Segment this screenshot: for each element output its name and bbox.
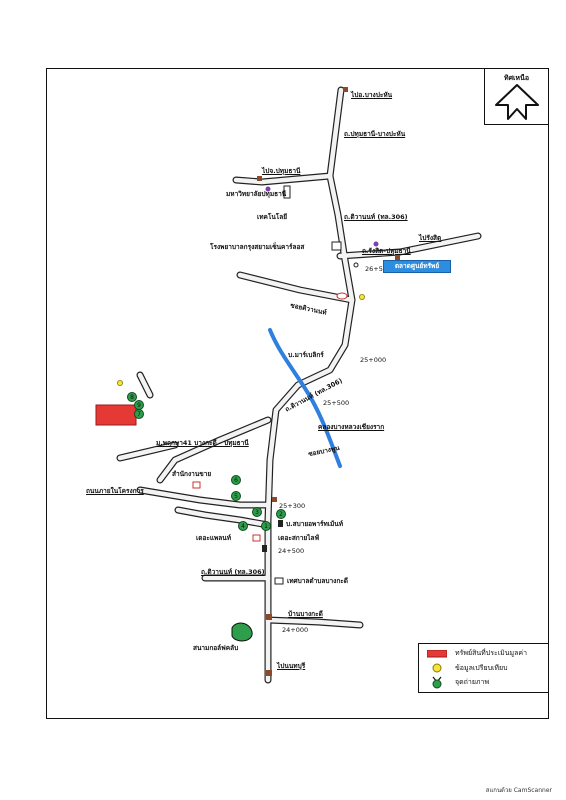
svg-text:3: 3 xyxy=(255,509,259,516)
photo-point-9[interactable]: 9 xyxy=(134,400,144,410)
shop-icon-4 xyxy=(266,614,272,620)
house-icon-2 xyxy=(252,534,261,542)
house-icon xyxy=(192,481,201,489)
north-indicator: ทิศเหนือ xyxy=(484,68,549,125)
building-icon-3 xyxy=(262,545,267,552)
landmark-icons xyxy=(192,87,400,676)
golf-area-icon xyxy=(231,622,253,642)
canal-line xyxy=(268,328,342,468)
photo-point-2[interactable]: 2 xyxy=(276,509,286,519)
legend-photo-label: จุดถ่ายภาพ xyxy=(455,678,490,686)
label-to-pathum-thani: ไปจ.ปทุมธานี xyxy=(262,167,301,175)
photo-point-8[interactable]: 8 xyxy=(127,392,137,402)
label-km-24-500: 24+500 xyxy=(278,547,305,555)
label-to-bang-pa-han: ไปอ.บางปะหัน xyxy=(351,91,393,99)
label-market-two: บ.มาร์เบลิกร์ xyxy=(288,351,324,359)
brand-sign-icon xyxy=(336,292,348,300)
camera-point-icon xyxy=(432,676,442,689)
gas-station-icon xyxy=(265,186,271,192)
shop-icon xyxy=(343,87,348,92)
label-pathum-bangpahan-road: ถ.ปทุมธานี-บางปะหัน xyxy=(344,130,406,138)
property-marker[interactable] xyxy=(95,404,137,426)
building-icon-2 xyxy=(278,520,283,527)
shop-icon-2 xyxy=(257,176,262,181)
label-local-road: ถนนภายในโครงการ xyxy=(86,487,144,495)
legend-row-property: ทรัพย์สินที่ประเมินมูลค่า xyxy=(419,647,550,661)
hospital-building-icon xyxy=(331,241,342,251)
legend-property-swatch xyxy=(427,650,447,658)
label-bang-kadi: บ้านบางกะดี xyxy=(288,610,323,618)
market-highlight-badge: ตลาดศูนย์ทรัพย์ xyxy=(383,260,451,273)
label-km-25-300: 25+300 xyxy=(279,502,306,510)
legend-comparable-label: ข้อมูลเปรียบเทียบ xyxy=(455,664,508,672)
municipality-icon xyxy=(274,577,284,585)
legend-property-label: ทรัพย์สินที่ประเมินมูลค่า xyxy=(455,649,528,657)
shop-icon-6 xyxy=(272,497,277,502)
label-canal: คลองบางหลวงเชียงราก xyxy=(318,423,385,431)
legend: ทรัพย์สินที่ประเมินมูลค่า ข้อมูลเปรียบเท… xyxy=(418,643,549,693)
label-university: มหาวิทยาลัยปทุมธานี xyxy=(226,190,287,198)
photo-point-1[interactable]: 1 xyxy=(261,521,271,531)
svg-text:4: 4 xyxy=(241,523,245,530)
svg-text:7: 7 xyxy=(137,411,141,418)
label-golf: สนามกอล์ฟคลับ xyxy=(193,644,239,652)
photo-point-5[interactable]: 5 xyxy=(231,491,241,501)
photo-point-6[interactable]: 6 xyxy=(231,475,241,485)
label-tiwanon-top: ถ.ติวานนท์ (ทล.306) xyxy=(344,213,408,221)
svg-text:6: 6 xyxy=(234,477,238,484)
label-technology: เทคโนโลยี xyxy=(257,213,288,221)
svg-text:8: 8 xyxy=(130,394,134,401)
gas-station-icon-2 xyxy=(373,241,379,247)
km-post-icon xyxy=(353,262,359,268)
legend-row-photo: จุดถ่ายภาพ xyxy=(419,676,550,690)
scanner-footer: สแกนด้วย CamScanner xyxy=(485,787,552,794)
label-apartment: บ.สบายอพาร์ทเม้นท์ xyxy=(286,520,343,528)
north-arrow-icon xyxy=(495,84,539,120)
photo-point-7[interactable]: 7 xyxy=(134,409,144,419)
road-network xyxy=(116,86,482,684)
label-hospital: โรงพยาบาลกรุงสยามเซ็นคาร์ลอส xyxy=(210,243,305,251)
legend-comparable-swatch xyxy=(432,663,442,673)
label-km-25-000: 25+000 xyxy=(360,356,387,364)
shop-icon-5 xyxy=(266,670,272,676)
comparable-point-1[interactable] xyxy=(358,293,365,300)
legend-row-comparable: ข้อมูลเปรียบเทียบ xyxy=(419,662,550,676)
svg-text:1: 1 xyxy=(264,523,268,530)
label-tiwanon-bottom: ถ.ติวานนท์ (ทล.306) xyxy=(201,568,265,576)
label-km-24-000: 24+000 xyxy=(282,626,309,634)
north-label: ทิศเหนือ xyxy=(503,74,530,82)
label-km-25-500: 25+500 xyxy=(323,399,350,407)
label-to-rangsit: ไปรังสิต xyxy=(419,234,442,242)
svg-text:9: 9 xyxy=(137,402,141,409)
label-km-26-500: 26+500 xyxy=(365,265,392,273)
label-to-pak-kret: ไปนนทบุรี xyxy=(277,662,306,670)
label-office: สำนักงานขาย xyxy=(172,470,212,478)
photo-points: 8 9 7 6 5 3 2 4 1 xyxy=(127,392,286,531)
photo-point-4[interactable]: 4 xyxy=(238,521,248,531)
label-rangsit-pathum: ถ.รังสิต-ปทุมธานี xyxy=(362,247,411,255)
label-municipality: เทศบาลตำบลบางกะดี xyxy=(287,577,348,585)
photo-point-3[interactable]: 3 xyxy=(252,507,262,517)
label-the-sky: เดอะสกายไลฟ์ xyxy=(278,534,320,542)
svg-text:2: 2 xyxy=(279,511,283,518)
building-icon xyxy=(283,185,291,199)
shop-icon-3 xyxy=(395,255,400,260)
label-moo-road: ม.พฤกษา41 บางกะดี - ปทุมธานี xyxy=(156,439,249,447)
label-the-pearl: เดอะแพลนท์ xyxy=(196,534,232,542)
svg-text:5: 5 xyxy=(234,493,238,500)
comparable-point-2[interactable] xyxy=(117,379,124,386)
